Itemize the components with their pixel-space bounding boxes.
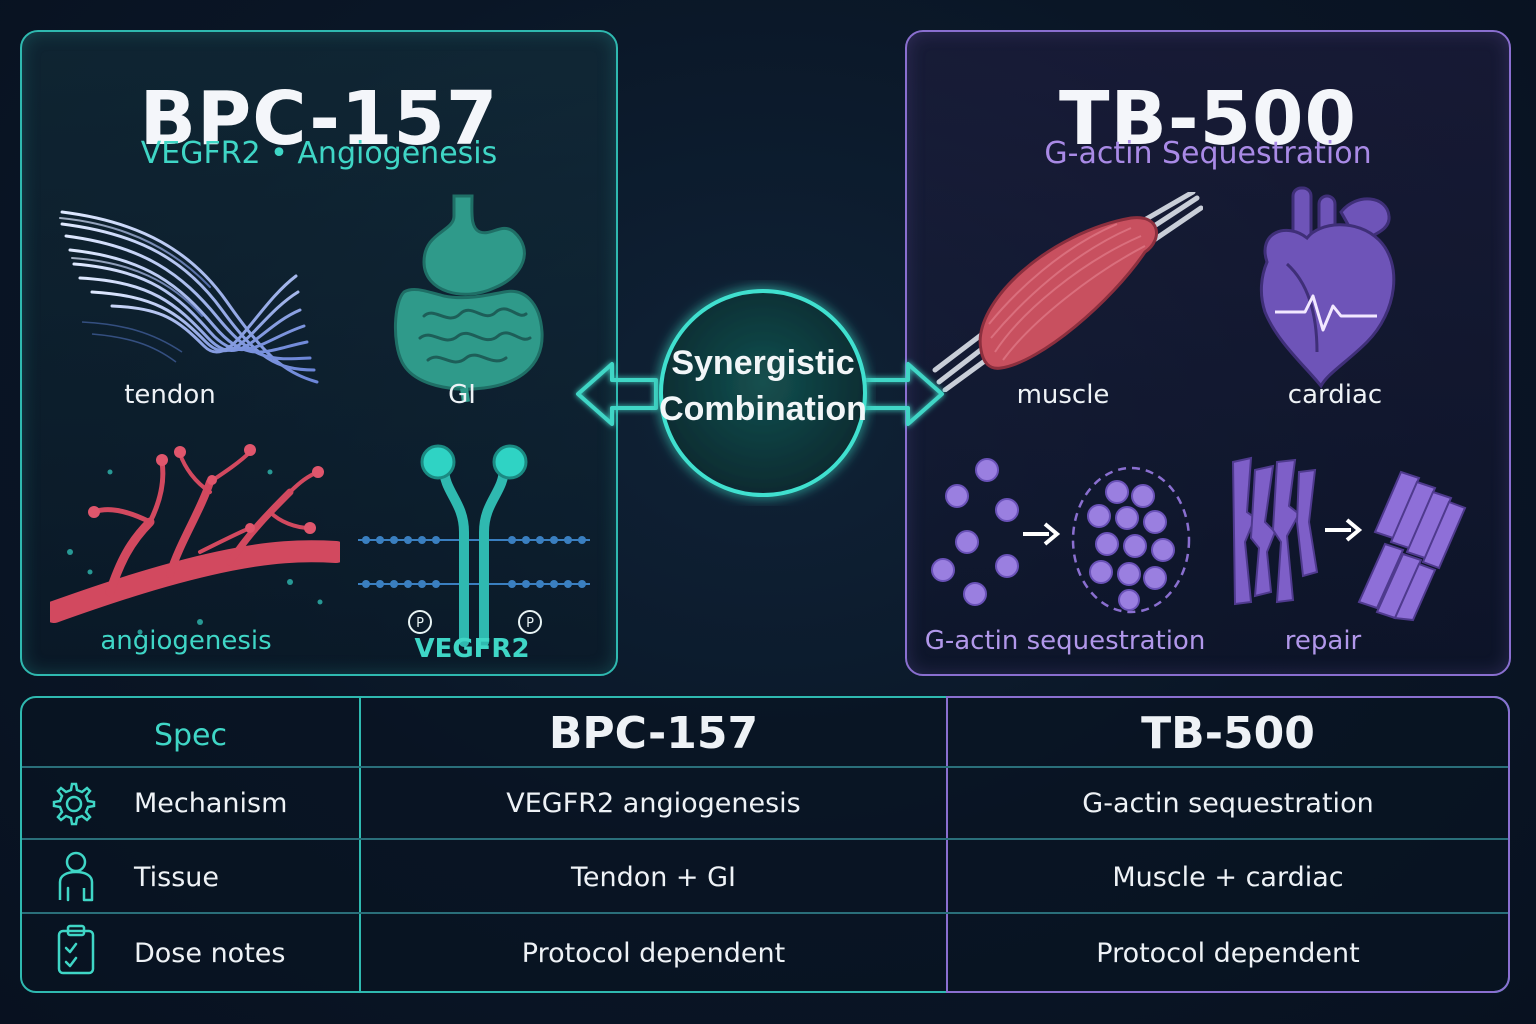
header-spec: Spec bbox=[153, 718, 228, 753]
cell-tb500-tissue: Muscle + cardiac bbox=[1112, 862, 1344, 893]
spec-comparison-table: Spec BPC-157 TB-500 Mechanism VEGFR2 ang… bbox=[20, 696, 1510, 993]
bpc157-subtitle: VEGFR2 • Angiogenesis bbox=[140, 136, 498, 171]
gi-label: GI bbox=[448, 380, 476, 410]
table-col-divider bbox=[946, 698, 948, 991]
synergy-label: Synergistic Combination bbox=[650, 340, 876, 432]
cell-tb500-dose-notes: Protocol dependent bbox=[1096, 938, 1360, 969]
header-tb500: TB-500 bbox=[1141, 708, 1315, 759]
header-bpc157: BPC-157 bbox=[548, 708, 759, 759]
synergy-circle bbox=[659, 289, 867, 497]
row-label-tissue: Tissue bbox=[134, 862, 220, 893]
vegfr2-label: VEGFR2 bbox=[414, 634, 530, 664]
tb500-panel: TB-500 G-actin Sequestration muscle card… bbox=[905, 30, 1511, 676]
cell-bpc157-mechanism: VEGFR2 angiogenesis bbox=[506, 788, 801, 819]
g-actin-label: G-actin sequestration bbox=[924, 626, 1206, 656]
row-label-dose-notes: Dose notes bbox=[134, 938, 286, 969]
cell-bpc157-dose-notes: Protocol dependent bbox=[521, 938, 786, 969]
table-row-divider bbox=[22, 838, 1508, 840]
tendon-label: tendon bbox=[124, 380, 216, 410]
bpc157-panel: BPC-157 VEGFR2 • Angiogenesis tendon bbox=[20, 30, 618, 676]
cell-tb500-mechanism: G-actin sequestration bbox=[1082, 788, 1374, 819]
tb500-title: TB-500 bbox=[1058, 76, 1358, 162]
repair-label: repair bbox=[1284, 626, 1362, 656]
muscle-illustration bbox=[932, 192, 1203, 392]
bpc157-title: BPC-157 bbox=[139, 76, 499, 162]
svg-text:P: P bbox=[526, 616, 534, 631]
angiogenesis-illustration bbox=[50, 444, 340, 635]
tb500-subtitle: G-actin Sequestration bbox=[1044, 136, 1372, 171]
cardiac-label: cardiac bbox=[1287, 380, 1383, 410]
person-icon bbox=[58, 851, 94, 902]
row-label-mechanism: Mechanism bbox=[134, 788, 288, 819]
gi-tract-illustration bbox=[393, 194, 544, 402]
repair-fibers-illustration bbox=[1231, 456, 1467, 622]
heart-illustration bbox=[1259, 186, 1396, 389]
table-row-divider bbox=[22, 912, 1508, 914]
table-row-divider bbox=[22, 766, 1508, 768]
clipboard-check-icon bbox=[57, 924, 95, 975]
angiogenesis-label: angiogenesis bbox=[100, 626, 272, 656]
svg-text:P: P bbox=[416, 616, 424, 631]
gear-icon bbox=[52, 782, 96, 826]
synergy-line-2: Combination bbox=[659, 390, 867, 428]
muscle-label: muscle bbox=[1016, 380, 1110, 410]
table-col-divider bbox=[359, 698, 361, 991]
cell-bpc157-tissue: Tendon + GI bbox=[570, 862, 737, 893]
tendon-illustration bbox=[59, 210, 319, 384]
g-actin-sequestration-illustration bbox=[931, 458, 1191, 614]
synergy-line-1: Synergistic bbox=[671, 344, 855, 382]
